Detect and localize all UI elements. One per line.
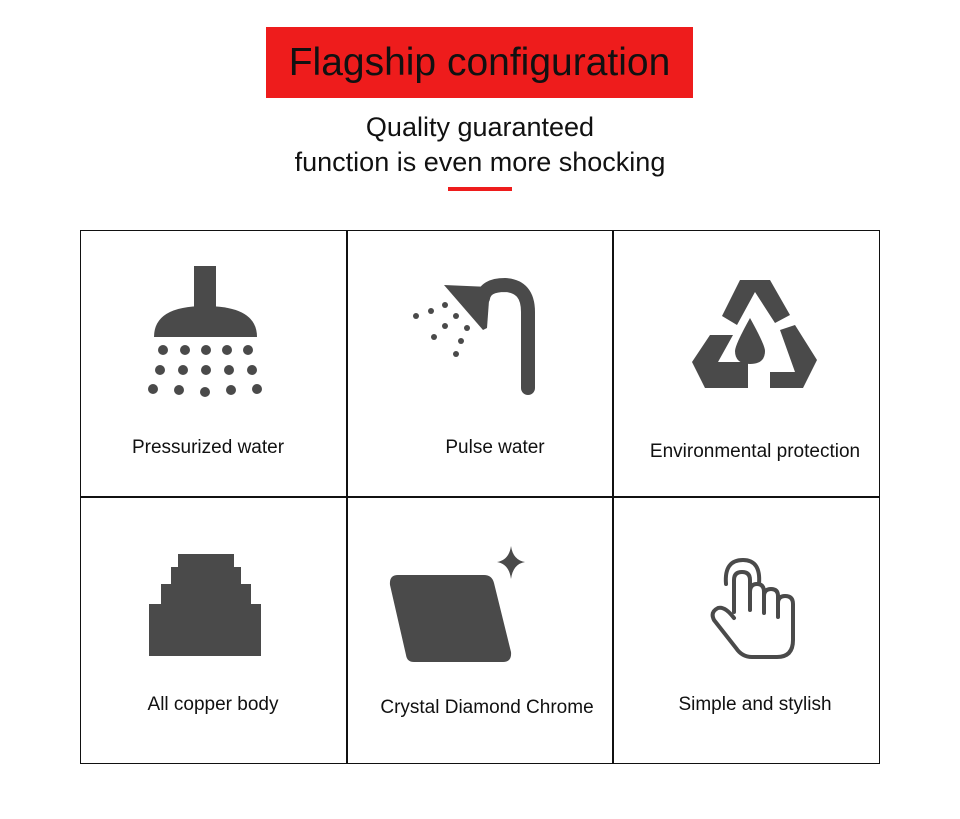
- feature-label-pulse-water: Pulse water: [445, 437, 545, 458]
- feature-label-diamond-chrome: Crystal Diamond Chrome: [380, 697, 594, 718]
- feature-label-pressurized-water: Pressurized water: [131, 437, 285, 458]
- subtitle-line1: Quality guaranteed: [365, 112, 595, 142]
- shower-head-icon: [148, 266, 262, 397]
- diamond-chrome-icon: [389, 546, 525, 662]
- grid-divider: [80, 496, 880, 498]
- page-title: Flagship configuration: [288, 40, 671, 84]
- feature-label-copper-body: All copper body: [147, 694, 279, 715]
- title-underline: [448, 187, 512, 191]
- copper-body-icon: [149, 554, 261, 656]
- touch-hand-icon: [710, 557, 795, 659]
- feature-label-environmental-protection: Environmental protection: [649, 441, 861, 462]
- feature-label-simple-stylish: Simple and stylish: [678, 694, 832, 715]
- pulse-shower-icon: [413, 277, 535, 395]
- title-banner: Flagship configuration: [266, 27, 693, 98]
- recycle-icon: [692, 280, 817, 388]
- subtitle-line2: function is even more shocking: [294, 147, 666, 177]
